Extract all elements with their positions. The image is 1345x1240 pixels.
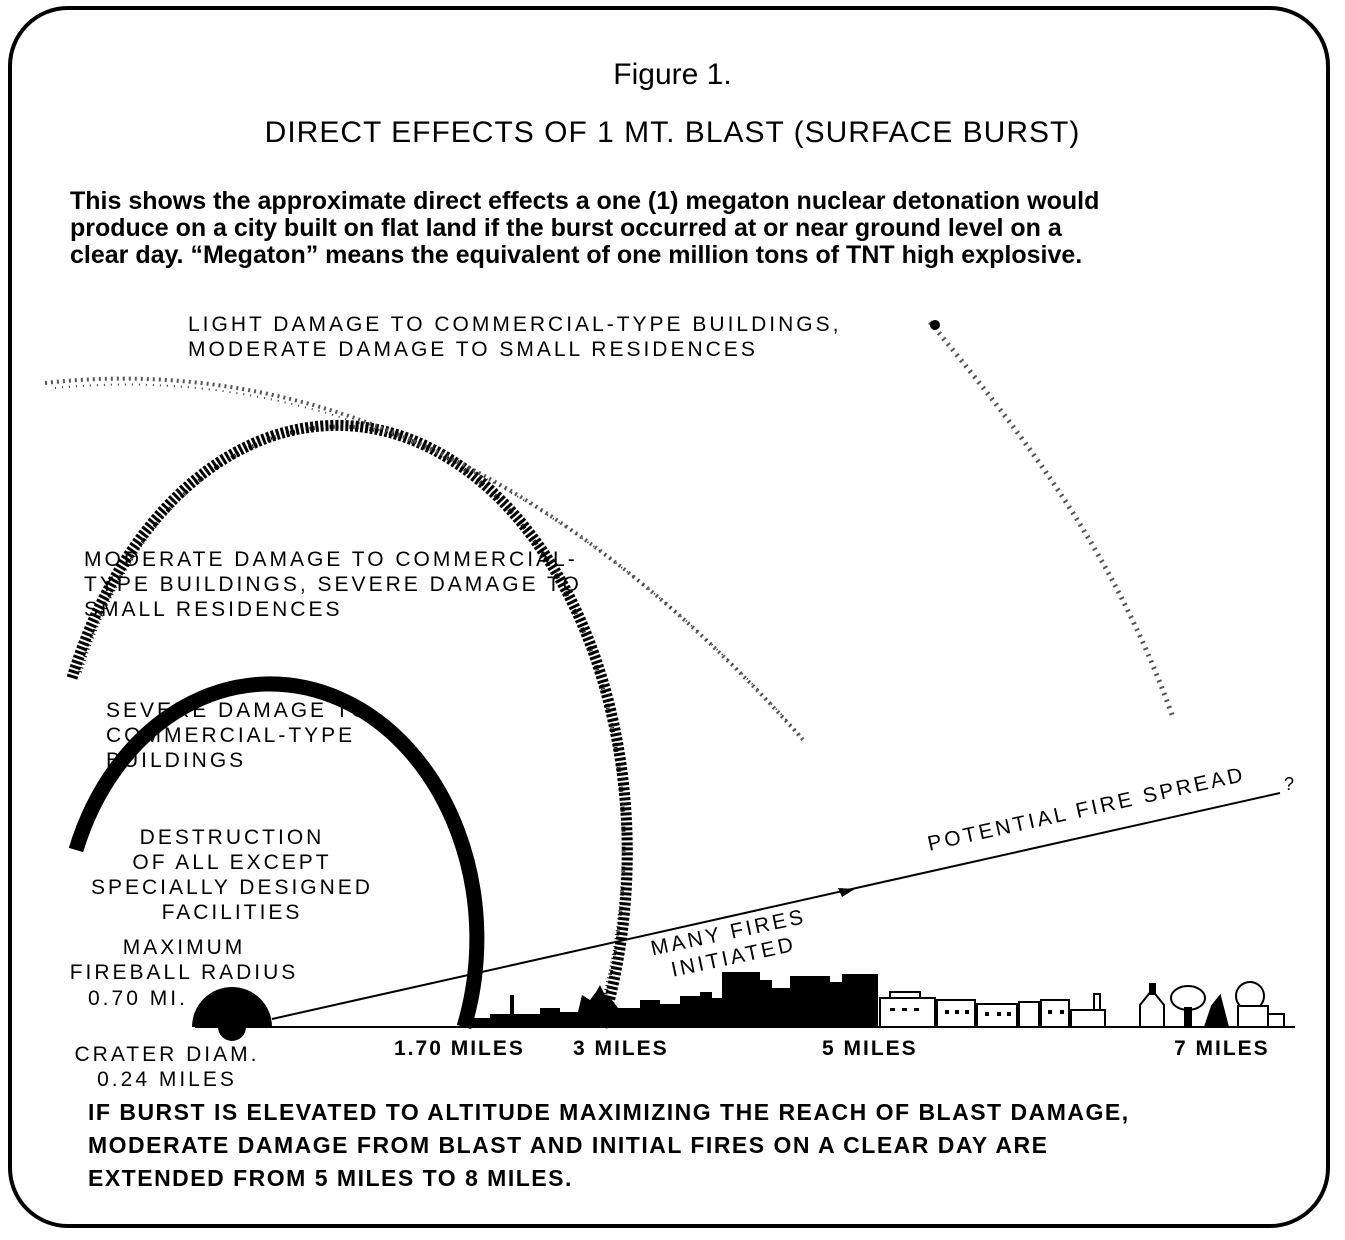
- label-line: SPECIALLY DESIGNED: [91, 876, 373, 899]
- destruction-label: DESTRUCTION OF ALL EXCEPT SPECIALLY DESI…: [74, 825, 390, 925]
- intro-paragraph: This shows the approximate direct effect…: [70, 188, 1290, 269]
- label-line: DESTRUCTION: [139, 826, 325, 849]
- light-damage-ring-end: [930, 320, 940, 330]
- fireball-radius-label: MAXIMUM FIREBALL RADIUS: [50, 935, 318, 985]
- label-line: 0.24 MILES: [97, 1068, 237, 1091]
- distance-label: 1.70 MILES: [394, 1037, 525, 1060]
- city-light-buildings: [879, 991, 1106, 1028]
- label-line: MAXIMUM: [122, 936, 246, 959]
- label-line: OF ALL EXCEPT: [132, 851, 332, 874]
- distance-label: 3 MILES: [573, 1037, 669, 1060]
- crater: [218, 1027, 246, 1041]
- footer-line: IF BURST IS ELEVATED TO ALTITUDE MAXIMIZ…: [88, 1099, 1130, 1125]
- distance-label: 5 MILES: [822, 1037, 918, 1060]
- footer-line: MODERATE DAMAGE FROM BLAST AND INITIAL F…: [88, 1132, 1049, 1158]
- residences: [1139, 981, 1285, 1028]
- label-line: LIGHT DAMAGE TO COMMERCIAL-TYPE BUILDING…: [188, 313, 842, 336]
- label-line: COMMERCIAL-TYPE: [106, 724, 356, 747]
- label-line: FACILITIES: [161, 901, 303, 924]
- figure-border: [8, 6, 1330, 1228]
- city-dense-silhouette: [470, 972, 878, 1027]
- label-line: MODERATE DAMAGE TO SMALL RESIDENCES: [188, 338, 758, 361]
- figure-title: DIRECT EFFECTS OF 1 MT. BLAST (SURFACE B…: [264, 116, 1081, 149]
- label-line: TYPE BUILDINGS, SEVERE DAMAGE TO: [84, 573, 582, 596]
- fire-arrowhead: [838, 888, 855, 897]
- figure-label: Figure 1.: [613, 58, 732, 91]
- label-line: BUILDINGS: [106, 749, 247, 772]
- destruction-ring: [68, 676, 485, 1030]
- light-damage-ring: [928, 320, 1175, 716]
- footer-note: IF BURST IS ELEVATED TO ALTITUDE MAXIMIZ…: [88, 1096, 1130, 1195]
- fireball-radius-value: 0.70 MI.: [88, 987, 188, 1010]
- severe-damage-label: SEVERE DAMAGE TO COMMERCIAL-TYPE BUILDIN…: [106, 698, 370, 773]
- fire-spread-question: ?: [1284, 774, 1295, 794]
- distance-label: 7 MILES: [1174, 1037, 1270, 1060]
- intro-line: This shows the approximate direct effect…: [70, 187, 1100, 215]
- fire-spread-line: [271, 792, 1281, 1020]
- city-window-marks: [890, 1008, 1064, 1016]
- label-line: CRATER DIAM.: [74, 1043, 260, 1066]
- footer-line: EXTENDED FROM 5 MILES TO 8 MILES.: [88, 1165, 573, 1191]
- severe-damage-ring-texture: [78, 424, 626, 1021]
- label-line: FIREBALL RADIUS: [69, 961, 299, 984]
- fireball-dome: [192, 987, 272, 1027]
- intro-line: clear day. “Megaton” means the equivalen…: [70, 241, 1083, 269]
- label-line: MODERATE DAMAGE TO COMMERCIAL-: [84, 548, 578, 571]
- light-damage-label: LIGHT DAMAGE TO COMMERCIAL-TYPE BUILDING…: [188, 312, 841, 362]
- intro-line: produce on a city built on flat land if …: [70, 214, 1062, 242]
- moderate-damage-label: MODERATE DAMAGE TO COMMERCIAL- TYPE BUIL…: [84, 547, 582, 622]
- label-line: SEVERE DAMAGE TO: [106, 699, 371, 722]
- label-line: SMALL RESIDENCES: [84, 598, 343, 621]
- crater-label: CRATER DIAM. 0.24 MILES: [48, 1042, 286, 1092]
